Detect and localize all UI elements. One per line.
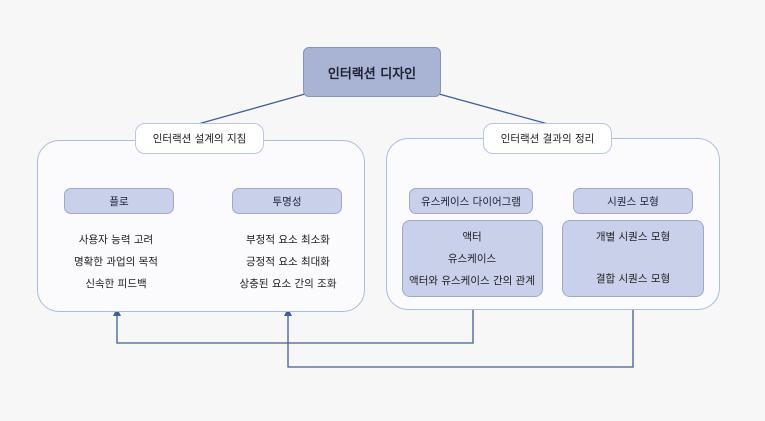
transparency-item-3: 상충된 요소 간의 조화 bbox=[239, 278, 337, 290]
left-group-label: 인터랙션 설계의 지침 bbox=[135, 123, 264, 154]
transparency-item-2: 긍정적 요소 최대화 bbox=[246, 256, 330, 268]
diagram-title: 인터랙션 디자인 bbox=[303, 47, 441, 97]
feedback-loop-sequence bbox=[284, 298, 634, 368]
sequence-item-individual: 개별 시퀀스 모형 bbox=[595, 231, 671, 243]
flow-item-2: 명확한 과업의 목적 bbox=[74, 256, 158, 268]
title-to-left-connector bbox=[197, 93, 306, 125]
flow-node: 플로 bbox=[64, 188, 174, 214]
transparency-item-1: 부정적 요소 최소화 bbox=[246, 234, 330, 246]
usecase-diagram-node: 유스케이스 다이어그램 bbox=[409, 188, 533, 214]
usecase-item-relation: 액터와 유스케이스 간의 관계 bbox=[409, 275, 535, 287]
sequence-detail-box bbox=[562, 220, 704, 297]
feedback-loop-usecase bbox=[113, 298, 474, 344]
title-to-right-connector bbox=[438, 93, 549, 125]
sequence-item-combined: 결합 시퀀스 모형 bbox=[595, 273, 671, 285]
flow-item-3: 신속한 피드백 bbox=[85, 278, 147, 290]
left-group-panel bbox=[37, 140, 365, 312]
sequence-model-node: 시퀀스 모형 bbox=[573, 188, 693, 214]
usecase-detail-box bbox=[402, 220, 543, 297]
usecase-item-usecase: 유스케이스 bbox=[447, 253, 497, 265]
flow-item-1: 사용자 능력 고려 bbox=[78, 234, 154, 246]
usecase-item-actor: 액터 bbox=[462, 231, 482, 243]
right-group-label: 인터랙션 결과의 정리 bbox=[483, 123, 612, 154]
transparency-node: 투명성 bbox=[232, 188, 342, 214]
